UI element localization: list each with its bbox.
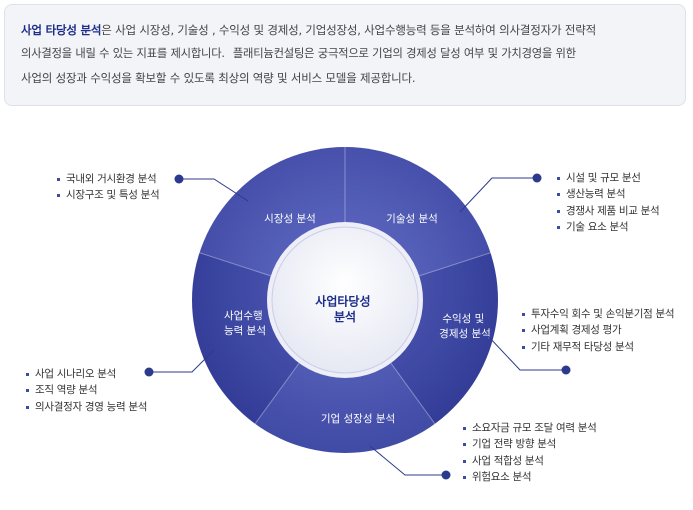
- list-item: 의사결정자 경영 능력 분석: [25, 399, 147, 415]
- ring-segment: [199, 147, 345, 276]
- segment-dividers: [199, 147, 491, 425]
- intro-line-2a: 의사결정을 내릴 수 있는 지표를 제시합니다.: [21, 47, 225, 60]
- list-item: 사업 시나리오 분석: [25, 366, 147, 382]
- intro-paragraph: 사업 타당성 분석은 사업 시장성, 기술성 , 수익성 및 경제성, 기업성장…: [21, 18, 681, 90]
- connector-dot-tech: [532, 173, 542, 183]
- center-label-line-1: 사업타당성: [315, 294, 370, 309]
- ring-segment: [255, 363, 435, 454]
- list-item: 위험요소 분석: [462, 469, 596, 485]
- connector-tech: [459, 177, 537, 213]
- connector-dot-profit: [561, 365, 571, 375]
- segment-label-profit: 수익성 및 경제성 분석: [439, 313, 491, 340]
- connector-dot-market: [174, 174, 184, 184]
- list-item: 기타 재무적 타당성 분석: [521, 339, 674, 355]
- intro-line-1: 사업 타당성 분석은 사업 시장성, 기술성 , 수익성 및 경제성, 기업성장…: [21, 18, 681, 42]
- list-item: 기술 요소 분석: [556, 219, 659, 235]
- connector-dot-growth: [441, 470, 451, 480]
- intro-line-3: 사업의 성장과 수익성을 확보할 수 있도록 최상의 역량 및 서비스 모델을 …: [21, 71, 416, 85]
- segment-divider: [390, 362, 436, 425]
- list-item: 국내외 거시환경 분석: [56, 171, 159, 187]
- connector-exec: [149, 349, 215, 373]
- detail-list-growth: 소요자금 규모 조달 여력 분석 기업 전략 방향 분석 사업 적합성 분석 위…: [462, 420, 597, 485]
- list-item: 조직 역량 분석: [25, 382, 147, 398]
- list-item: 소요자금 규모 조달 여력 분석: [462, 420, 597, 436]
- list-item: 사업 적합성 분석: [462, 453, 596, 469]
- list-item: 시설 및 규모 분선: [556, 170, 659, 186]
- segment-label-growth: 기업 성장성 분석: [321, 412, 395, 425]
- center-label-line-2: 분석: [334, 310, 356, 324]
- list-item: 생산능력 분석: [556, 186, 659, 202]
- segment-shades: [192, 147, 498, 454]
- intro-panel: 사업 타당성 분석은 사업 시장성, 기술성 , 수익성 및 경제성, 기업성장…: [4, 4, 686, 106]
- connector-growth: [369, 445, 446, 476]
- center-circle: [271, 226, 419, 374]
- intro-line-1-text: 은 사업 시장성, 기술성 , 수익성 및 경제성, 기업성장성, 사업수행능력…: [101, 23, 596, 37]
- center-label: 사업타당성 분석: [315, 294, 374, 325]
- ring-segment: [192, 252, 300, 424]
- list-item: 시장구조 및 특성 분석: [56, 187, 160, 203]
- segment-divider: [254, 362, 300, 425]
- list-item: 투자수익 회수 및 손익분기점 분석: [521, 306, 675, 322]
- segment-label-tech: 기술성 분석: [386, 213, 438, 225]
- ring-segment: [390, 252, 498, 424]
- connector-profit: [487, 335, 566, 371]
- detail-list-profit: 투자수익 회수 및 손익분기점 분석 사업계획 경제성 평가 기타 재무적 타당…: [521, 306, 675, 355]
- detail-list-tech: 시설 및 규모 분선 생산능력 분석 경쟁사 제품 비교 분석 기술 요소 분석: [556, 170, 660, 235]
- segment-label-market: 시장성 분석: [264, 213, 316, 225]
- ring-segment: [345, 147, 491, 276]
- intro-highlight: 사업 타당성 분석: [21, 23, 102, 37]
- list-item: 사업계획 경제성 평가: [521, 322, 674, 338]
- detail-list-market: 국내외 거시환경 분석 시장구조 및 특성 분석: [56, 171, 160, 204]
- intro-line-2b: 플래티늄컨설팅은 궁극적으로 기업의 경제성 달성 여부 및 가치경영을 위한: [232, 47, 576, 60]
- list-item: 기업 전략 방향 분석: [462, 436, 596, 452]
- segment-label-exec: 사업수행 능력 분석: [224, 309, 266, 337]
- segment-divider: [199, 252, 271, 277]
- list-item: 경쟁사 제품 비교 분석: [556, 203, 660, 219]
- detail-list-exec: 사업 시나리오 분석 조직 역량 분석 의사결정자 경영 능력 분석: [25, 366, 147, 415]
- segment-divider: [419, 252, 491, 277]
- connector-market: [179, 178, 249, 202]
- intro-line-2: 의사결정을 내릴 수 있는 지표를 제시합니다. 플래티늄컨설팅은 궁극적으로 기…: [21, 42, 681, 66]
- connector-dot-exec: [144, 367, 154, 377]
